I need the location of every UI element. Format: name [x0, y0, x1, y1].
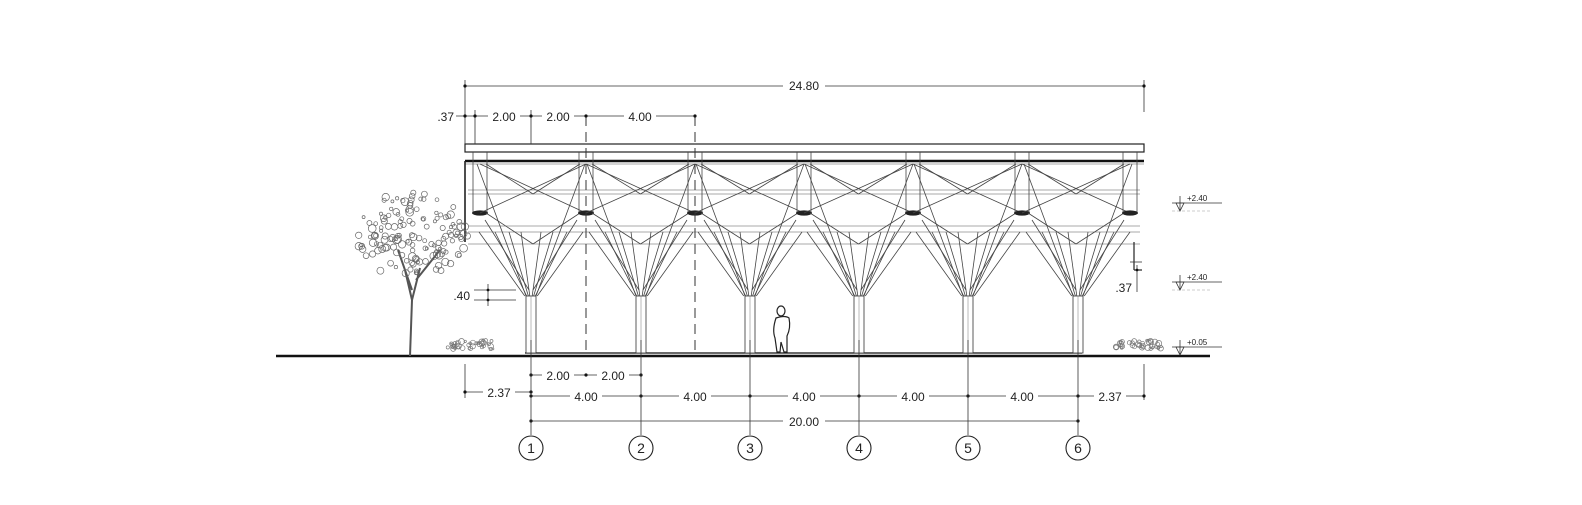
dim-bay-4: 4.00	[901, 390, 925, 404]
dim-top-b: 2.00	[546, 110, 570, 124]
dim-bay-1: 4.00	[574, 390, 598, 404]
ground	[276, 352, 1210, 358]
axis-label: 5	[964, 440, 972, 456]
person-icon	[773, 305, 791, 353]
dim-bay-5: 4.00	[1010, 390, 1034, 404]
dim-col-head: .40	[453, 289, 470, 303]
axis-bubble	[628, 435, 654, 461]
axis-markers: 1 2 3 4 5 6	[518, 340, 1091, 461]
dim-top-edge: .37	[437, 110, 454, 124]
axis-label: 6	[1074, 440, 1082, 456]
side-dimensions: .40 .37	[453, 261, 1142, 306]
dim-top-a: 2.00	[492, 110, 516, 124]
dim-bay-3: 4.00	[792, 390, 816, 404]
truss-structure	[472, 152, 1138, 297]
bottom-dimensions: 2.00 2.00 2.37 4.00 4.00 4.00 4.00 4.00 …	[463, 364, 1146, 429]
axis-bubble	[846, 435, 872, 461]
roof	[464, 143, 1145, 271]
axis-bubble	[1065, 435, 1091, 461]
shrub-icons	[445, 338, 1164, 352]
reference-lines	[585, 116, 696, 356]
tree-icon	[354, 189, 471, 357]
axis-bubble	[737, 435, 763, 461]
level-upper: +2.40	[1187, 194, 1208, 203]
dim-bay-2: 4.00	[683, 390, 707, 404]
level-floor: +0.05	[1187, 338, 1208, 347]
dim-bottom-b: 2.00	[601, 369, 625, 383]
dim-overall: 24.80	[789, 79, 819, 93]
dim-bottom-a: 2.00	[546, 369, 570, 383]
columns	[525, 295, 1084, 354]
axis-label: 3	[746, 440, 754, 456]
axis-label: 4	[855, 440, 863, 456]
dim-right-edge: .37	[1115, 281, 1132, 295]
axis-bubble	[518, 435, 544, 461]
dim-right-overhang: 2.37	[1098, 390, 1122, 404]
axis-bubble	[955, 435, 981, 461]
dim-left-overhang: 2.37	[487, 386, 511, 400]
dim-top-c: 4.00	[628, 110, 652, 124]
top-dimensions: 24.80 .37 2.00 2.00 4.00	[432, 78, 1146, 144]
dim-total-axes: 20.00	[789, 415, 819, 429]
truss-node	[1122, 210, 1138, 216]
axis-label: 2	[637, 440, 645, 456]
level-middle: +2.40	[1187, 273, 1208, 282]
level-markers: +2.40 +2.40 +0.05	[1172, 194, 1222, 356]
axis-label: 1	[527, 440, 535, 456]
roof-plate	[464, 143, 1145, 153]
